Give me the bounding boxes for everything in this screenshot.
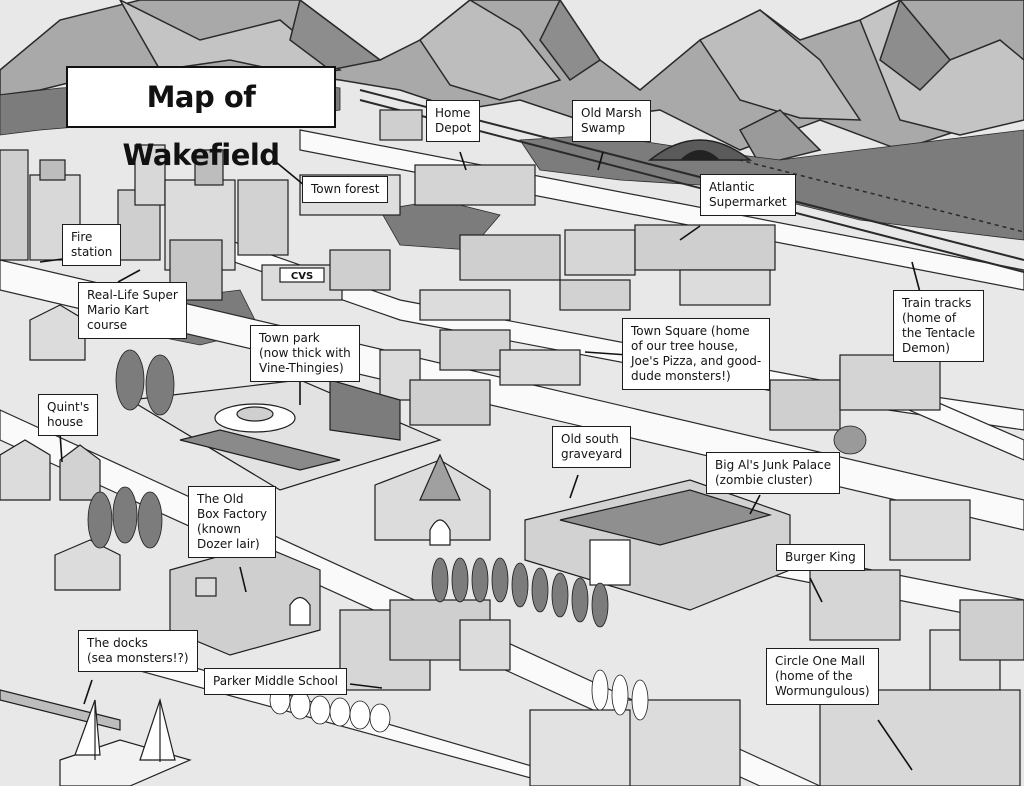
label-atlantic-supermarket: Atlantic Supermarket xyxy=(700,174,796,216)
junk-palace xyxy=(524,479,791,611)
leader-lines xyxy=(39,151,923,771)
map-title: Map of Wakefield xyxy=(66,66,336,172)
supermarket-buildings xyxy=(459,224,776,281)
label-town-forest: Town forest xyxy=(302,176,389,203)
label-fire-station: Fire station xyxy=(62,224,122,266)
school-buildings xyxy=(339,599,511,691)
mountains xyxy=(0,0,1024,166)
trees xyxy=(87,349,867,733)
label-town-square: Town Square (home of our tree house, Joe… xyxy=(622,318,771,390)
label-town-park: Town park (now thick with Vine-Thingies) xyxy=(250,325,360,382)
cvs-sign: CVS xyxy=(291,271,313,282)
label-burger-king: Burger King xyxy=(776,544,865,571)
tunnel xyxy=(647,139,753,161)
label-circle-one-mall: Circle One Mall (home of the Wormungulou… xyxy=(766,648,879,705)
label-home-depot: Home Depot xyxy=(426,100,481,142)
midtown-buildings xyxy=(379,269,941,431)
label-the-docks: The docks (sea monsters!?) xyxy=(78,630,198,672)
label-old-south-graveyard: Old south graveyard xyxy=(552,426,632,468)
label-old-marsh-swamp: Old Marsh Swamp xyxy=(572,100,651,142)
label-quints-house: Quint's house xyxy=(38,394,99,436)
west-houses xyxy=(0,304,121,591)
label-mario-kart-course: Real-Life Super Mario Kart course xyxy=(78,282,187,339)
graveyard-chapel xyxy=(374,453,491,546)
label-parker-middle-school: Parker Middle School xyxy=(204,668,347,695)
docks xyxy=(0,689,192,786)
label-train-tracks: Train tracks (home of the Tentacle Demon… xyxy=(893,290,985,362)
label-box-factory: The Old Box Factory (known Dozer lair) xyxy=(188,486,276,558)
label-big-als-junk-palace: Big Al's Junk Palace (zombie cluster) xyxy=(706,452,841,494)
cvs-building: CVS xyxy=(261,249,391,301)
town-park xyxy=(128,379,442,491)
